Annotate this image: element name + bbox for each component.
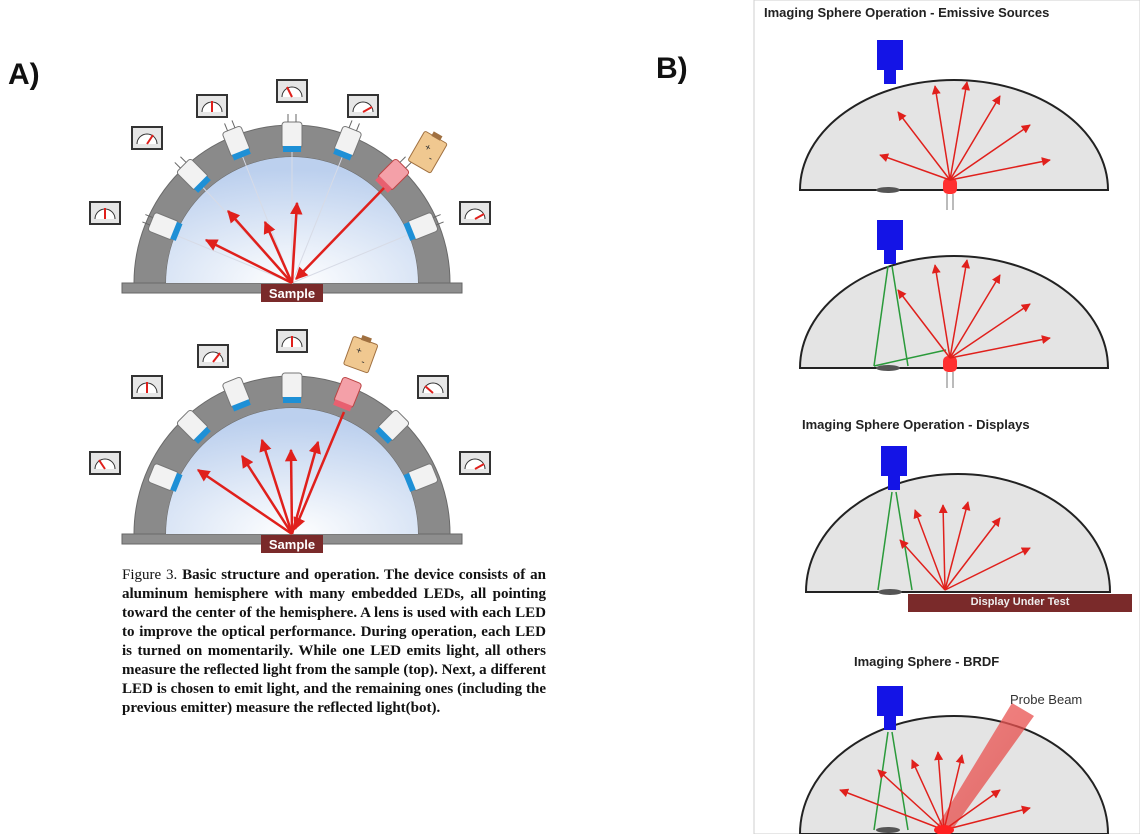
- meter-icon: [89, 451, 121, 475]
- camera-view-cone: [873, 265, 947, 367]
- meter-icon: [276, 329, 308, 353]
- led-housings: [142, 114, 444, 241]
- meter-icon: [131, 126, 163, 150]
- svg-text:+: +: [354, 345, 363, 357]
- emission-arrows: [899, 501, 1031, 591]
- caption-body: Basic structure and operation. The devic…: [122, 567, 547, 716]
- led-housings: [147, 372, 439, 492]
- probe-beam-label: Probe Beam: [1010, 692, 1083, 707]
- display-under-test-bar: [908, 594, 1132, 612]
- camera-icon: [877, 40, 903, 84]
- led-source-icon: [943, 356, 957, 388]
- panel-a-letter: A): [8, 58, 40, 91]
- camera-icon: [877, 220, 903, 264]
- meter-gauges: [89, 329, 491, 475]
- meter-gauges: [89, 79, 491, 225]
- figure-caption: Figure 3. Basic structure and operation.…: [122, 566, 546, 718]
- camera-view-cone: [873, 731, 909, 831]
- battery-icon: +-: [408, 131, 448, 174]
- meter-icon: [417, 375, 449, 399]
- sample-label: Sample: [268, 286, 316, 301]
- brdf-scatter-arrows: [839, 751, 1031, 831]
- meter-icon: [89, 201, 121, 225]
- brdf-dome: [798, 686, 1110, 834]
- panel-a-top-dome: +-: [89, 79, 491, 302]
- emissive-dome-1: [798, 40, 1110, 210]
- brdf-title: Imaging Sphere - BRDF: [854, 654, 1000, 669]
- svg-text:+: +: [422, 142, 433, 155]
- emissive-dome-2: [798, 220, 1110, 388]
- brdf-spot: [934, 825, 954, 834]
- emission-arrows: [879, 81, 1051, 181]
- caption-lead: Figure 3.: [122, 567, 178, 583]
- camera-icon: [881, 446, 907, 490]
- reflection-arrows: [196, 411, 346, 536]
- sample-box: [261, 284, 323, 302]
- display-under-test-label: Display Under Test: [970, 596, 1070, 608]
- lens-aperture: [876, 187, 900, 193]
- probe-beam: [936, 703, 1034, 830]
- led-source-icon: [943, 178, 957, 210]
- reflection-arrows: [204, 187, 385, 285]
- sample-label: Sample: [268, 537, 316, 552]
- meter-icon: [459, 451, 491, 475]
- svg-text:-: -: [426, 153, 434, 164]
- sample-box: [261, 535, 323, 553]
- lens-aperture: [876, 365, 900, 371]
- meter-icon: [459, 201, 491, 225]
- lens-aperture: [878, 589, 902, 595]
- battery-icon: +-: [343, 335, 379, 374]
- emissive-sources-title: Imaging Sphere Operation - Emissive Sour…: [764, 5, 1050, 20]
- imaging-hemisphere: [798, 79, 1110, 191]
- panel-b-letter: B): [656, 52, 688, 85]
- meter-icon: [276, 79, 308, 103]
- camera-icon: [877, 686, 903, 730]
- meter-icon: [196, 94, 228, 118]
- meter-icon: [197, 344, 229, 368]
- svg-text:-: -: [359, 357, 366, 368]
- lens-aperture: [876, 827, 900, 833]
- meter-icon: [347, 94, 379, 118]
- display-dome: [804, 446, 1132, 612]
- meter-icon: [131, 375, 163, 399]
- panel-a-bottom-dome: +-: [89, 329, 491, 553]
- emission-arrows: [897, 259, 1051, 359]
- displays-title: Imaging Sphere Operation - Displays: [802, 417, 1030, 432]
